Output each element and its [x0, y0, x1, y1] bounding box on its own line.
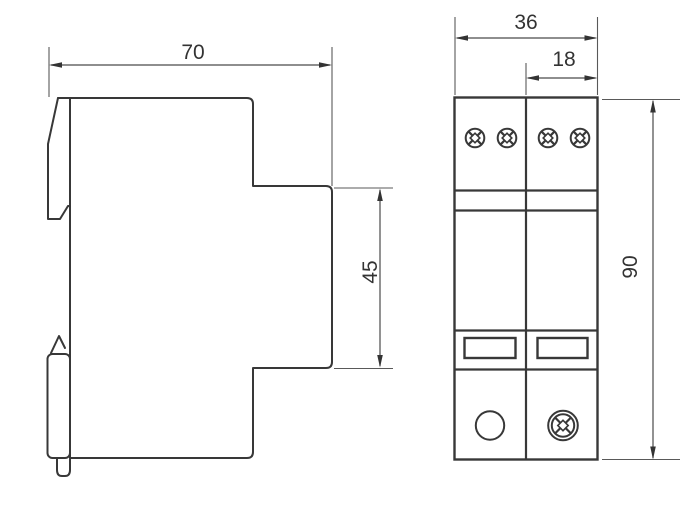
arrowhead-up-icon [650, 99, 656, 113]
module-width-label: 18 [552, 48, 575, 71]
arrowhead-down-icon [377, 355, 383, 368]
dimension-module-width: 18 [525, 48, 598, 95]
side-width-label: 70 [181, 41, 204, 64]
terminal-screw-icon [569, 127, 591, 149]
arrowhead-down-icon [650, 446, 656, 460]
arrowhead-right-icon [584, 35, 598, 41]
front-view: 36 18 90 [453, 11, 680, 461]
upper-rail-flange [47, 97, 71, 220]
clip-hook [50, 335, 66, 354]
bottom-fixing-screw-icon [547, 409, 579, 442]
indicator-window [536, 336, 589, 360]
dimension-front-height: 90 [602, 98, 680, 461]
front-height-label: 90 [619, 255, 642, 278]
dimension-side-width: 70 [48, 41, 333, 186]
din-rail-clip [46, 335, 71, 477]
test-port-circle [474, 410, 506, 441]
arrowhead-up-icon [377, 188, 383, 201]
clip-body [46, 353, 71, 459]
terminal-screw-icon [496, 127, 518, 149]
side-front-height-label: 45 [359, 260, 382, 283]
terminal-screw-icon [537, 127, 559, 149]
arrowhead-right-icon [584, 75, 598, 81]
front-width-label: 36 [514, 11, 537, 34]
arrowhead-left-icon [49, 62, 62, 68]
arrowhead-left-icon [455, 35, 468, 41]
clip-release-tab [56, 458, 71, 477]
dimension-front-width: 36 [454, 11, 599, 95]
arrowhead-right-icon [319, 62, 332, 68]
indicator-window [463, 336, 517, 360]
dimension-side-front-height: 45 [334, 187, 393, 370]
side-profile-outline [57, 97, 333, 459]
arrowhead-left-icon [526, 75, 539, 81]
side-view: 70 45 [46, 41, 393, 477]
terminal-screw-icon [464, 127, 486, 149]
